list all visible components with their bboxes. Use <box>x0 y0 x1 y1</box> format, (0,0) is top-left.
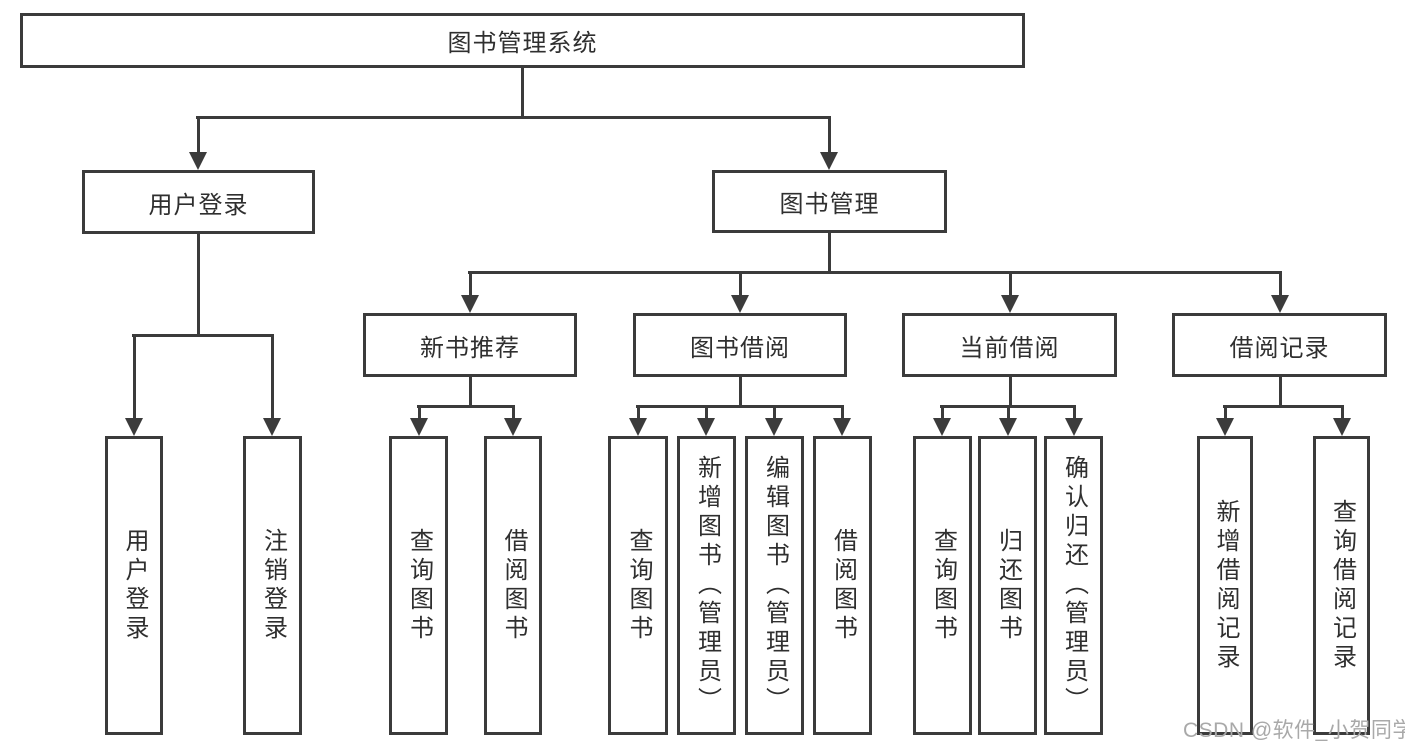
node-leaf-query-books-2: 查询图书 <box>608 436 668 735</box>
arrowhead-down-icon <box>125 418 143 436</box>
arrowhead-down-icon <box>189 152 207 170</box>
node-label-leaf-add-borrow-record: 新增借阅记录 <box>1212 498 1239 673</box>
node-label-leaf-query-books-1: 查询图书 <box>405 527 433 644</box>
node-leaf-return-books: 归还图书 <box>978 436 1037 735</box>
node-label-leaf-edit-books: 编辑图书（管理员） <box>761 455 789 716</box>
watermark-text: CSDN @软件_小贺同学 <box>1183 719 1405 742</box>
node-leaf-query-borrow-record: 查询借阅记录 <box>1313 436 1370 735</box>
node-book-management: 图书管理 <box>712 170 947 233</box>
connector-vline <box>196 234 200 336</box>
node-leaf-query-books-1: 查询图书 <box>389 436 448 735</box>
connector-vline <box>417 406 421 421</box>
node-leaf-edit-books: 编辑图书（管理员） <box>745 436 804 735</box>
arrowhead-down-icon <box>1065 418 1083 436</box>
connector-vline <box>827 117 831 156</box>
connector-hline <box>468 270 1282 274</box>
connector-vline <box>1223 406 1227 421</box>
arrowhead-down-icon <box>999 418 1017 436</box>
node-leaf-add-books: 新增图书（管理员） <box>677 436 736 735</box>
node-book-borrowing: 图书借阅 <box>633 313 847 377</box>
arrowhead-down-icon <box>833 418 851 436</box>
node-new-book-recommend: 新书推荐 <box>363 313 577 377</box>
node-current-borrowing: 当前借阅 <box>902 313 1117 377</box>
arrowhead-down-icon <box>765 418 783 436</box>
node-system-root: 图书管理系统 <box>20 13 1025 68</box>
node-label-leaf-query-borrow-record: 查询借阅记录 <box>1328 498 1356 673</box>
node-label-leaf-query-books-2: 查询图书 <box>625 527 652 644</box>
node-label-leaf-user-login: 用户登录 <box>121 527 148 644</box>
connector-vline <box>132 335 136 422</box>
arrowhead-down-icon <box>1216 418 1234 436</box>
connector-vline <box>270 335 274 422</box>
node-borrowing-records: 借阅记录 <box>1172 313 1387 377</box>
connector-vline <box>1006 406 1010 421</box>
arrowhead-down-icon <box>1333 418 1351 436</box>
node-label-current-borrowing: 当前借阅 <box>959 334 1060 362</box>
connector-vline <box>738 377 742 407</box>
connector-vline <box>196 117 200 156</box>
node-label-leaf-return-books: 归还图书 <box>994 527 1022 644</box>
connector-vline <box>520 68 524 118</box>
arrowhead-down-icon <box>629 418 647 436</box>
node-label-borrowing-records: 借阅记录 <box>1229 334 1330 362</box>
connector-vline <box>827 233 831 273</box>
node-label-user-login: 用户登录 <box>148 191 249 219</box>
connector-vline <box>636 406 640 421</box>
arrowhead-down-icon <box>933 418 951 436</box>
node-label-leaf-confirm-return: 确认归还（管理员） <box>1060 455 1088 716</box>
connector-vline <box>704 406 708 421</box>
arrowhead-down-icon <box>1271 295 1289 313</box>
connector-vline <box>840 406 844 421</box>
arrowhead-down-icon <box>461 295 479 313</box>
connector-vline <box>940 406 944 421</box>
connector-vline <box>738 272 742 300</box>
connector-vline <box>468 272 472 300</box>
arrowhead-down-icon <box>697 418 715 436</box>
node-label-leaf-logout: 注销登录 <box>259 527 287 644</box>
connector-hline <box>196 115 831 119</box>
node-label-new-book-recommend: 新书推荐 <box>420 334 520 362</box>
node-label-book-borrowing: 图书借阅 <box>690 334 790 362</box>
node-user-login: 用户登录 <box>82 170 315 234</box>
connector-vline <box>1278 272 1282 300</box>
node-leaf-add-borrow-record: 新增借阅记录 <box>1197 436 1253 735</box>
arrowhead-down-icon <box>504 418 522 436</box>
arrowhead-down-icon <box>263 418 281 436</box>
connector-vline <box>1008 377 1012 407</box>
node-leaf-confirm-return: 确认归还（管理员） <box>1044 436 1103 735</box>
connector-vline <box>1340 406 1344 421</box>
connector-hline <box>636 404 844 408</box>
node-label-leaf-borrow-books-2: 借阅图书 <box>829 527 857 644</box>
arrowhead-down-icon <box>820 152 838 170</box>
connector-vline <box>1008 272 1012 300</box>
connector-vline <box>772 406 776 421</box>
arrowhead-down-icon <box>731 295 749 313</box>
node-leaf-borrow-books-1: 借阅图书 <box>484 436 542 735</box>
node-leaf-borrow-books-2: 借阅图书 <box>813 436 872 735</box>
node-label-leaf-borrow-books-1: 借阅图书 <box>500 527 527 644</box>
connector-vline <box>1072 406 1076 421</box>
connector-hline <box>1223 404 1344 408</box>
node-label-book-management: 图书管理 <box>779 191 880 218</box>
node-leaf-query-books-3: 查询图书 <box>913 436 972 735</box>
connector-hline <box>132 333 274 337</box>
arrowhead-down-icon <box>1001 295 1019 313</box>
node-label-system-root: 图书管理系统 <box>447 30 598 57</box>
connector-hline <box>417 404 515 408</box>
connector-vline <box>1278 377 1282 407</box>
node-label-leaf-query-books-3: 查询图书 <box>929 527 957 644</box>
connector-hline <box>940 404 1076 408</box>
connector-vline <box>468 377 472 407</box>
node-leaf-logout: 注销登录 <box>243 436 302 735</box>
node-leaf-user-login: 用户登录 <box>105 436 163 735</box>
connector-vline <box>511 406 515 421</box>
node-label-leaf-add-books: 新增图书（管理员） <box>693 455 721 716</box>
arrowhead-down-icon <box>410 418 428 436</box>
